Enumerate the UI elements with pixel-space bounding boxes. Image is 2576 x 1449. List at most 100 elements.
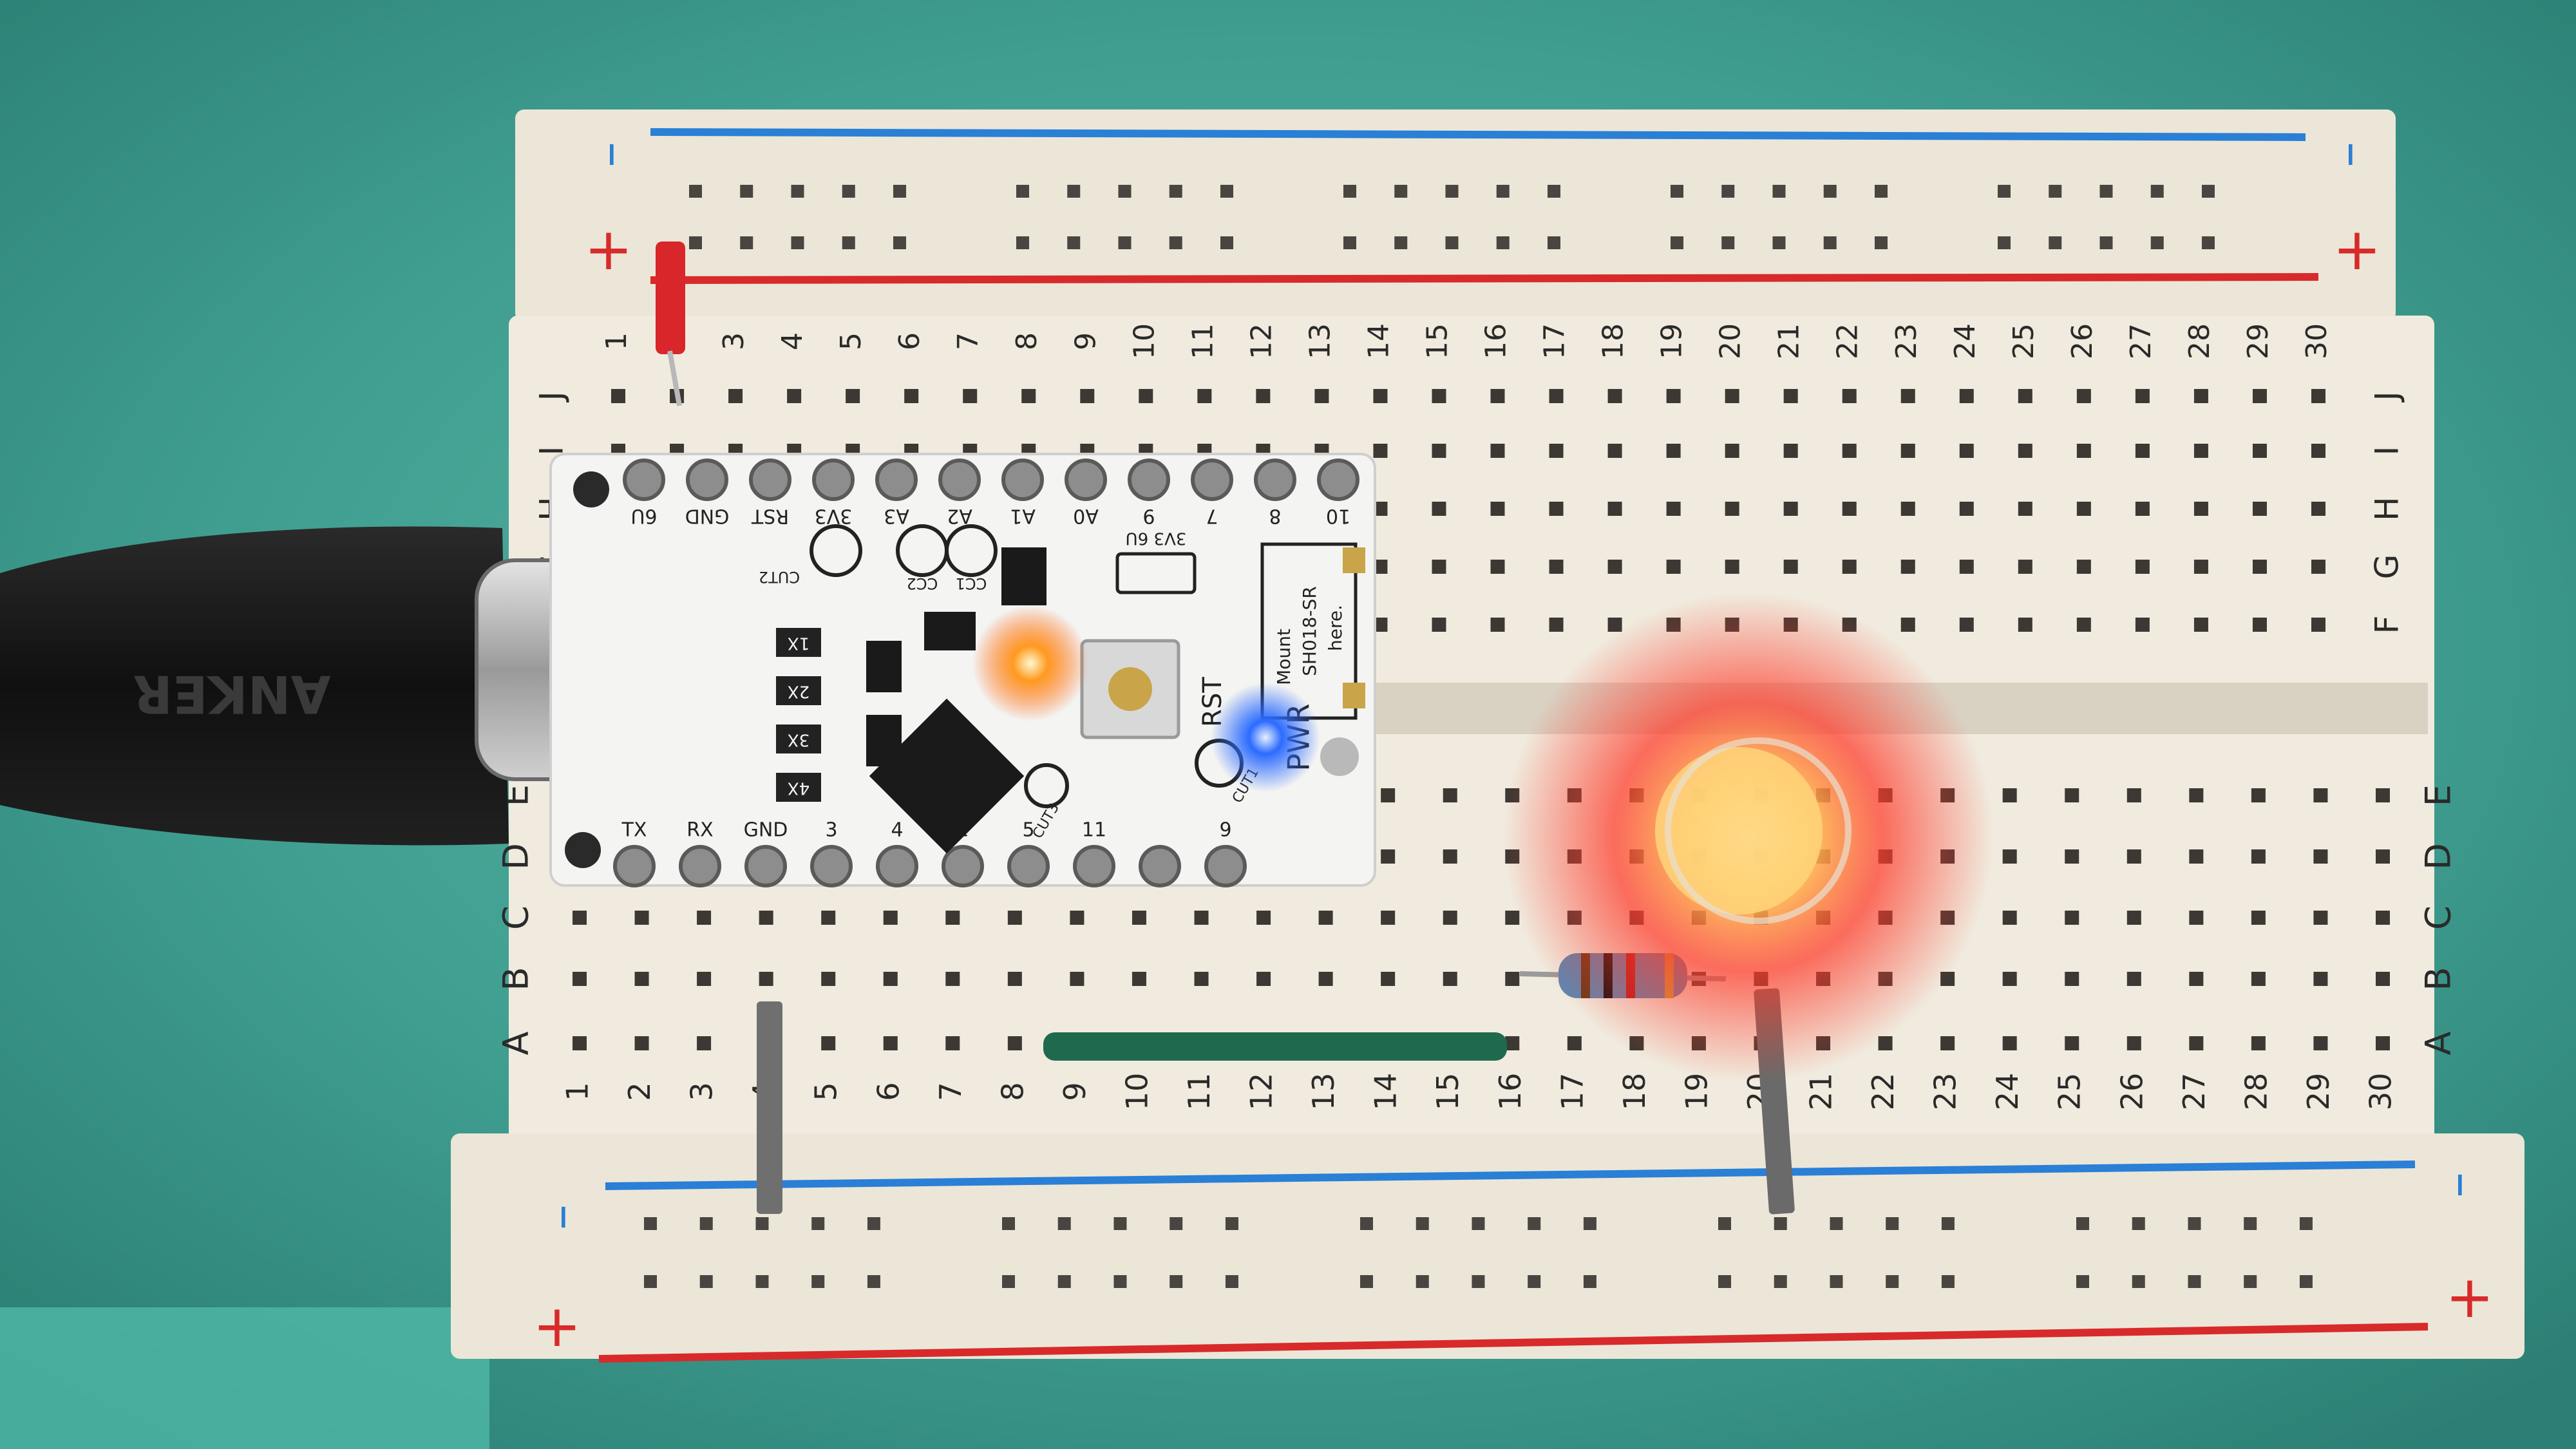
column-number-bottom: 7 (933, 1082, 968, 1101)
breadboard-hole (1783, 502, 1798, 516)
header-pin-top (1254, 459, 1296, 501)
rail-hole (1343, 236, 1356, 249)
rail-hole (842, 236, 855, 249)
breadboard-hole (1256, 911, 1271, 925)
breadboard-hole (1432, 389, 1446, 403)
rail-hole (1718, 1275, 1731, 1288)
breadboard-hole (2076, 389, 2091, 403)
breadboard-hole (1505, 1036, 1520, 1050)
pin-label-bottom: 5 (1022, 819, 1034, 842)
cut-jumper-ring (1024, 763, 1069, 808)
pin-label-top: A0 (1073, 505, 1099, 527)
header-pin-bottom (1204, 845, 1247, 887)
column-number-top: 1 (600, 332, 633, 350)
column-number-bottom: 28 (2239, 1073, 2273, 1111)
breadboard-hole (1783, 444, 1798, 458)
column-number-top: 7 (952, 332, 985, 350)
breadboard-hole (2135, 389, 2150, 403)
breadboard-hole (1256, 389, 1271, 403)
rail-hole (1718, 1217, 1731, 1230)
header-pin-bottom (810, 845, 853, 887)
breadboard-hole (1490, 444, 1505, 458)
breadboard-hole (2376, 788, 2390, 802)
column-number-bottom: 21 (1804, 1073, 1839, 1111)
breadboard-hole (945, 972, 960, 986)
breadboard-hole (2193, 444, 2208, 458)
rail-hole (1772, 185, 1786, 198)
breadboard-hole (634, 911, 649, 925)
breadboard-hole (1432, 560, 1446, 574)
breadboard-hole (1373, 618, 1388, 632)
rail-hole (2132, 1275, 2145, 1288)
gray-jumper-wire-left (757, 1001, 782, 1214)
mount-label: Mount (1273, 629, 1294, 685)
green-jumper-wire (1043, 1032, 1507, 1061)
header-pin-bottom (744, 845, 787, 887)
breadboard-hole (2376, 1036, 2390, 1050)
row-letter-left: A (496, 1031, 536, 1055)
rail-hole (2049, 236, 2062, 249)
breadboard-hole (1549, 444, 1564, 458)
breadboard-hole (1607, 560, 1622, 574)
breadboard-hole (1490, 389, 1505, 403)
top-blue-rail-line (650, 128, 2306, 141)
breadboard-hole (1007, 972, 1022, 986)
rail-hole (2132, 1217, 2145, 1230)
breadboard-hole (1381, 849, 1396, 864)
rail-hole (1169, 236, 1182, 249)
rail-hole (1002, 1217, 1015, 1230)
rail-hole (893, 236, 906, 249)
header-pin-top (1065, 459, 1107, 501)
rail-hole (1528, 1275, 1541, 1288)
header-pin-top (1001, 459, 1044, 501)
components (656, 242, 1993, 1215)
breadboard-hole (1607, 502, 1622, 516)
row-letter-right: I (2369, 446, 2406, 456)
header-pin-bottom (942, 845, 984, 887)
rail-hole (2099, 185, 2113, 198)
breadboard-hole (1959, 444, 1974, 458)
bottom-left-minus-label: – (537, 1204, 597, 1230)
breadboard-hole (2189, 788, 2204, 802)
rail-hole (1772, 236, 1786, 249)
column-number-bottom: 24 (1990, 1073, 2025, 1111)
header-pin-top (1317, 459, 1359, 501)
breadboard-hole (1783, 389, 1798, 403)
rail-hole (1220, 236, 1233, 249)
rail-hole (1774, 1275, 1787, 1288)
row-letter-left: D (496, 843, 536, 870)
breadboard-hole (1842, 560, 1857, 574)
rail-hole (699, 1275, 713, 1288)
breadboard-hole (634, 1036, 649, 1050)
rail-hole (1721, 185, 1735, 198)
breadboard-hole (697, 972, 712, 986)
breadboard-hole (2313, 911, 2328, 925)
rail-hole (755, 1275, 769, 1288)
breadboard-hole (1318, 972, 1333, 986)
rail-hole (2188, 1217, 2201, 1230)
breadboard-hole (2252, 502, 2267, 516)
breadboard-hole (2311, 560, 2325, 574)
breadboard-hole (1505, 911, 1520, 925)
breadboard-hole (697, 911, 712, 925)
breadboard-hole (2189, 911, 2204, 925)
breadboard-hole (821, 1036, 836, 1050)
pin-label-bottom: GND (744, 819, 788, 842)
rail-hole (1998, 236, 2011, 249)
column-number-top: 21 (1773, 323, 1806, 359)
breadboard-hole (2376, 911, 2390, 925)
breadboard-hole (2193, 389, 2208, 403)
rail-hole (1774, 1217, 1787, 1230)
rail-hole (1225, 1217, 1238, 1230)
pin-label-bottom: TX (621, 819, 647, 842)
cc2-label: CC2 (907, 574, 938, 592)
rail-hole (740, 236, 753, 249)
rail-hole (644, 1217, 657, 1230)
row-letter-right: G (2369, 554, 2406, 580)
breadboard-hole (821, 911, 836, 925)
rail-hole (1416, 1275, 1429, 1288)
rail-hole (2201, 236, 2215, 249)
breadboard-hole (883, 972, 898, 986)
breadboard-hole (2018, 444, 2032, 458)
rail-hole (1496, 236, 1510, 249)
